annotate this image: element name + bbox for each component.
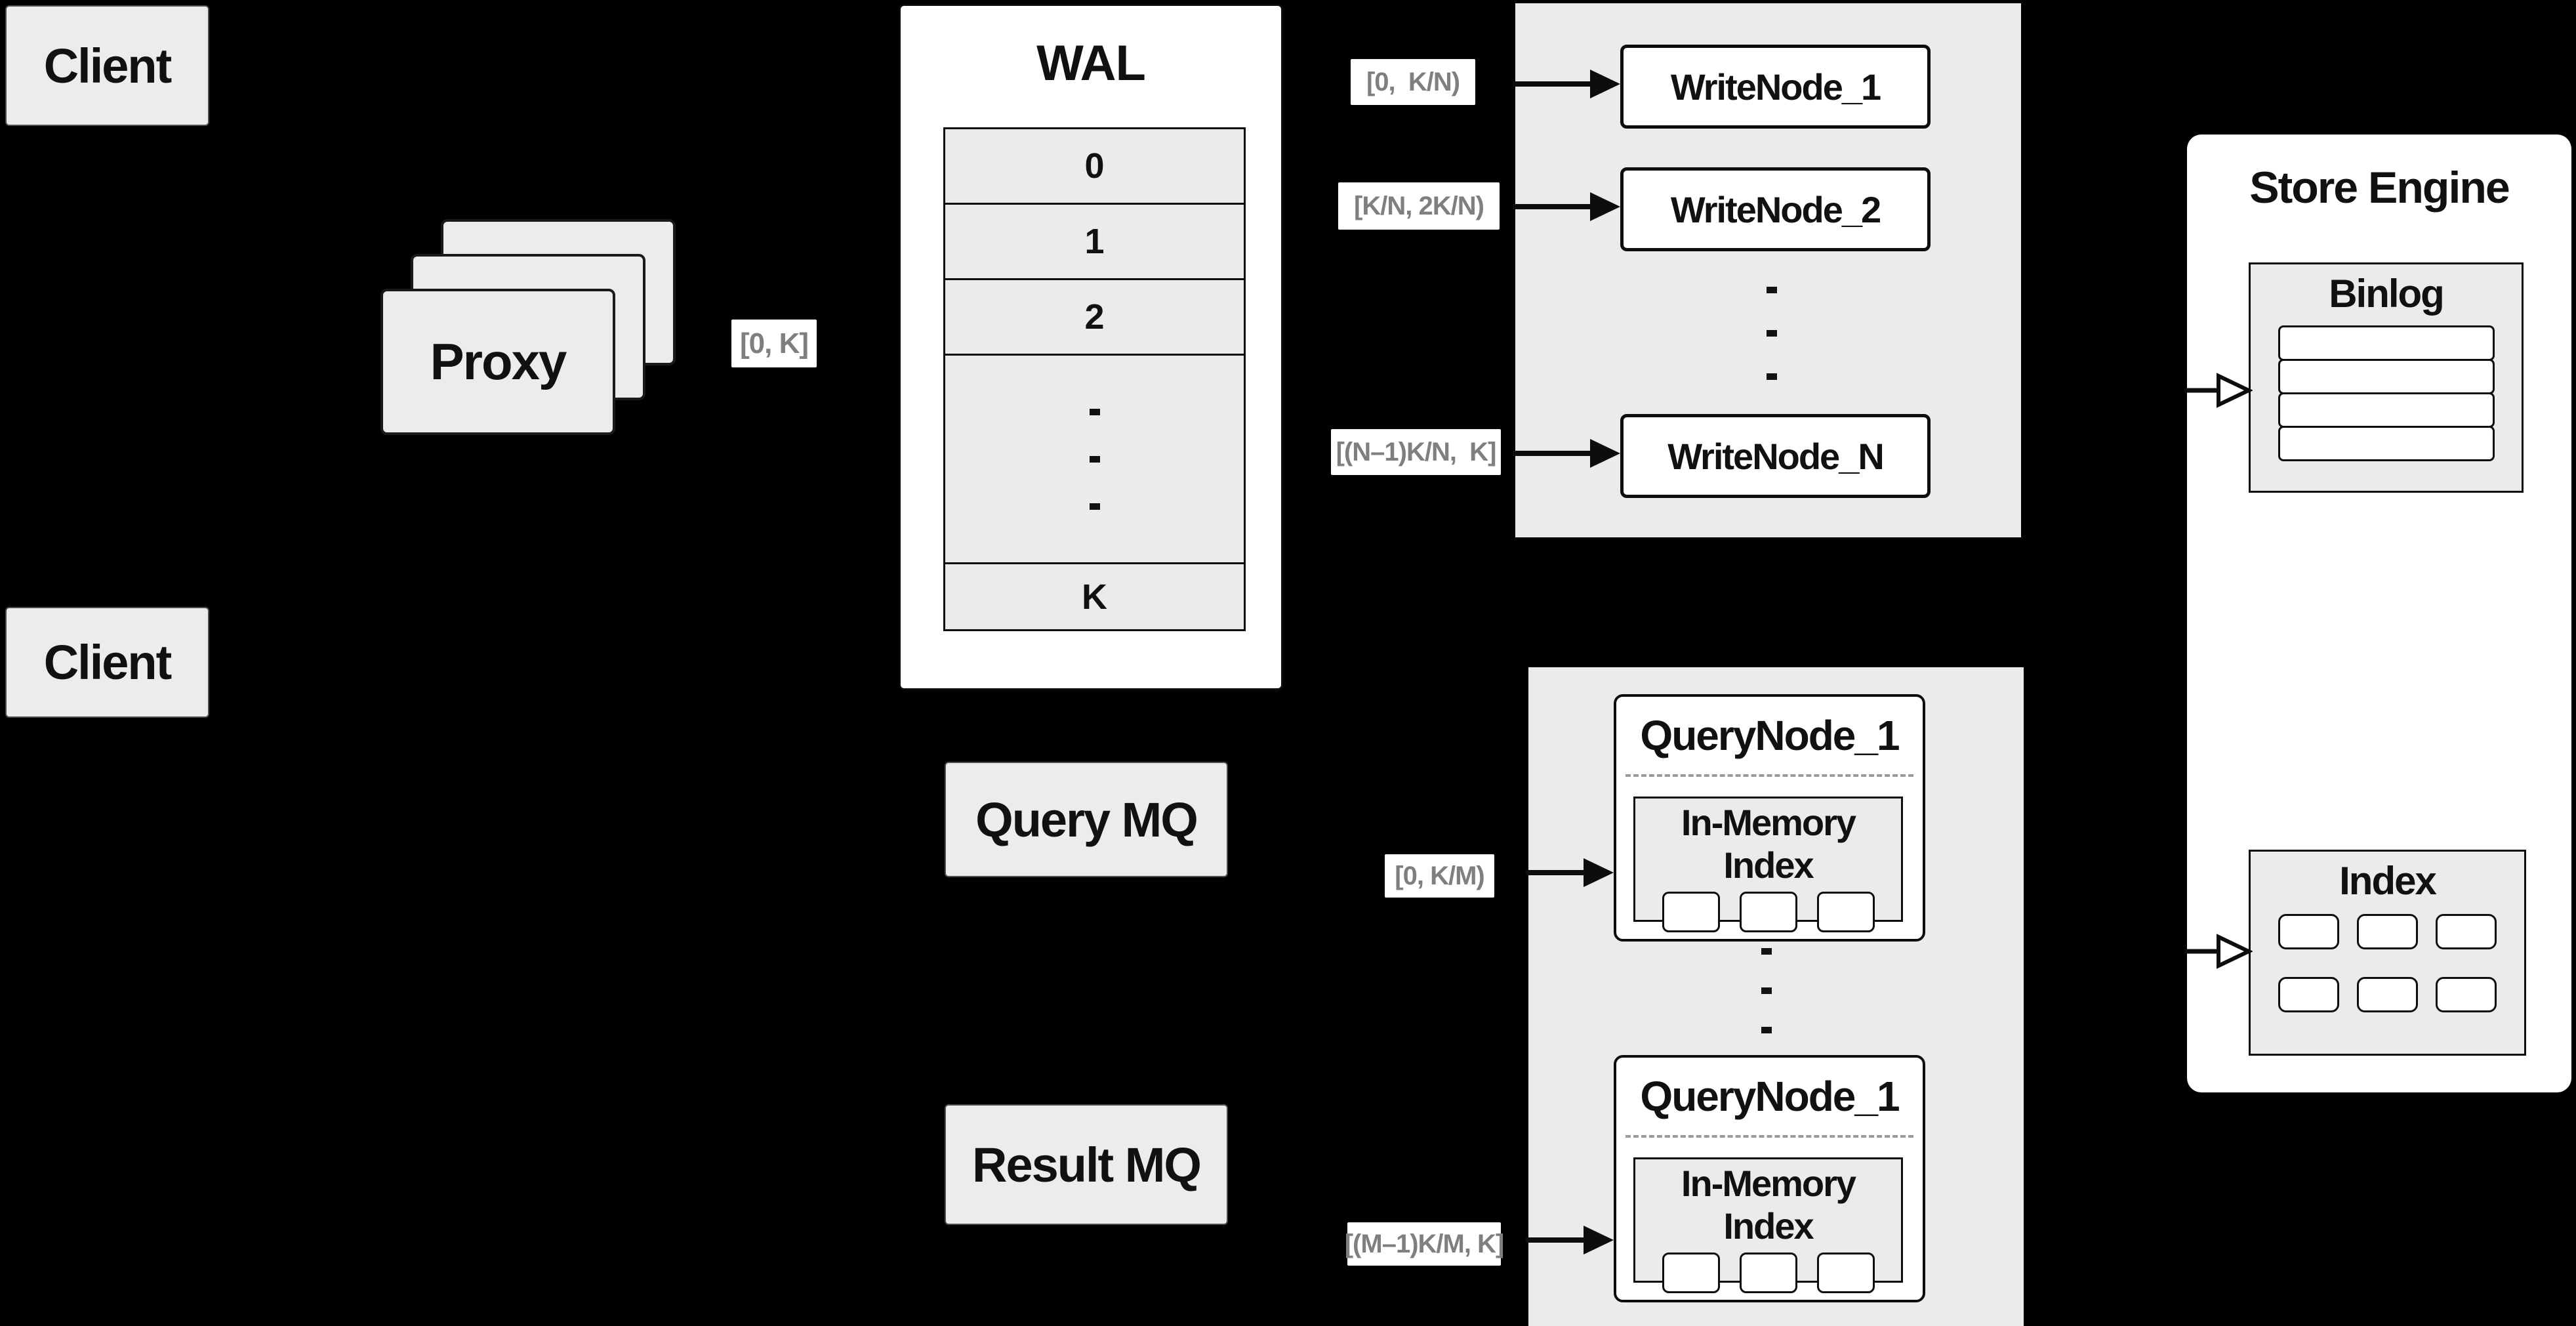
proxy-label: Proxy xyxy=(430,333,567,390)
segment-cell xyxy=(1662,892,1720,932)
index-cell xyxy=(2436,914,2497,949)
query-node-title: QueryNode_1 xyxy=(1640,712,1900,759)
result-mq-label: Result MQ xyxy=(972,1137,1202,1192)
write-node-label: WriteNode_2 xyxy=(1670,188,1881,230)
proxy-card-front: Proxy xyxy=(380,289,615,435)
arrow-right-filled-icon xyxy=(1513,192,1620,221)
wal-title: WAL xyxy=(1036,35,1146,91)
arrow-right-open-icon xyxy=(2184,373,2253,408)
index-box: Index xyxy=(2249,850,2526,1056)
wal-row-2: 2 xyxy=(945,280,1244,356)
write-node-1: WriteNode_1 xyxy=(1620,45,1931,129)
binlog-box: Binlog xyxy=(2249,262,2524,493)
wal-row-value: 2 xyxy=(1084,297,1105,337)
index-cell xyxy=(2436,977,2497,1012)
store-engine-title: Store Engine xyxy=(2249,163,2510,213)
query-node-2-range-label: [(M–1)K/M, K] xyxy=(1345,1222,1504,1266)
index-title: Index xyxy=(2339,859,2437,903)
client-label: Client xyxy=(43,635,173,690)
index-cells xyxy=(2270,914,2506,1012)
query-mq-label: Query MQ xyxy=(975,792,1198,847)
index-cell xyxy=(2357,977,2418,1012)
vertical-ellipsis-icon xyxy=(1761,948,1772,1033)
wal-row-0: 0 xyxy=(945,129,1244,205)
segment-cell xyxy=(1739,1253,1797,1293)
index-cell xyxy=(2278,977,2339,1012)
proxy-range-label: [0, K] xyxy=(731,320,817,367)
wal-row-value: 0 xyxy=(1084,146,1105,186)
segment-cell xyxy=(1816,1253,1875,1293)
wal-box: WAL 0 1 2 K xyxy=(899,4,1283,690)
write-node-1-range-label: [0, K/N) xyxy=(1351,59,1475,105)
segment-cell xyxy=(1739,892,1797,932)
vertical-ellipsis-icon xyxy=(1089,408,1100,510)
write-node-2: WriteNode_2 xyxy=(1620,167,1931,251)
in-memory-index-title: In-Memory Index xyxy=(1681,802,1856,886)
segment-cell xyxy=(1816,892,1875,932)
wal-row-k: K xyxy=(945,564,1244,629)
segment-cell xyxy=(1662,1253,1720,1293)
arrow-right-filled-icon xyxy=(1513,439,1620,468)
index-cell xyxy=(2357,914,2418,949)
binlog-row xyxy=(2278,325,2495,361)
client-box-1: Client xyxy=(5,5,209,126)
wal-table: 0 1 2 K xyxy=(943,127,1246,631)
client-box-2: Client xyxy=(5,607,209,718)
write-node-label: WriteNode_1 xyxy=(1670,66,1881,108)
query-node-panel: QueryNode_1 In-Memory Index QueryNode_1 … xyxy=(1528,667,2024,1326)
write-node-2-range-label: [K/N, 2K/N) xyxy=(1338,182,1500,230)
wal-row-value: 1 xyxy=(1084,222,1105,261)
in-memory-index-cells xyxy=(1635,1253,1901,1293)
query-node-1: QueryNode_1 In-Memory Index xyxy=(1614,694,1925,942)
store-engine-box: Store Engine Binlog Index xyxy=(2187,135,2571,1092)
in-memory-index-cells xyxy=(1635,892,1901,932)
binlog-title: Binlog xyxy=(2329,272,2445,316)
vertical-ellipsis-icon xyxy=(1767,287,1777,380)
wal-row-1: 1 xyxy=(945,205,1244,280)
index-cell xyxy=(2278,914,2339,949)
query-node-title: QueryNode_1 xyxy=(1640,1073,1900,1120)
binlog-row xyxy=(2278,426,2495,461)
result-mq-box: Result MQ xyxy=(945,1104,1228,1225)
query-node-2: QueryNode_1 In-Memory Index xyxy=(1614,1055,1925,1302)
wal-row-ellipsis xyxy=(945,356,1244,564)
arrow-right-filled-icon xyxy=(1513,70,1620,98)
dashed-divider xyxy=(1625,774,1913,777)
in-memory-index-title: In-Memory Index xyxy=(1681,1163,1856,1247)
binlog-row xyxy=(2278,392,2495,428)
binlog-row xyxy=(2278,359,2495,394)
arrow-right-filled-icon xyxy=(1526,1226,1614,1254)
binlog-rows xyxy=(2251,325,2522,461)
arrow-right-open-icon xyxy=(2184,934,2253,969)
write-node-label: WriteNode_N xyxy=(1667,435,1885,477)
write-node-n-range-label: [(N–1)K/N, K] xyxy=(1331,429,1501,475)
in-memory-index-box: In-Memory Index xyxy=(1633,797,1903,932)
client-label: Client xyxy=(43,38,173,93)
query-node-1-range-label: [0, K/M) xyxy=(1385,854,1494,898)
proxy-stack: Proxy xyxy=(380,219,676,435)
dashed-divider xyxy=(1625,1135,1913,1138)
write-node-n: WriteNode_N xyxy=(1620,414,1931,498)
query-mq-box: Query MQ xyxy=(945,762,1228,877)
wal-row-value: K xyxy=(1082,577,1107,617)
in-memory-index-box: In-Memory Index xyxy=(1633,1157,1903,1293)
arrow-right-filled-icon xyxy=(1526,858,1614,887)
